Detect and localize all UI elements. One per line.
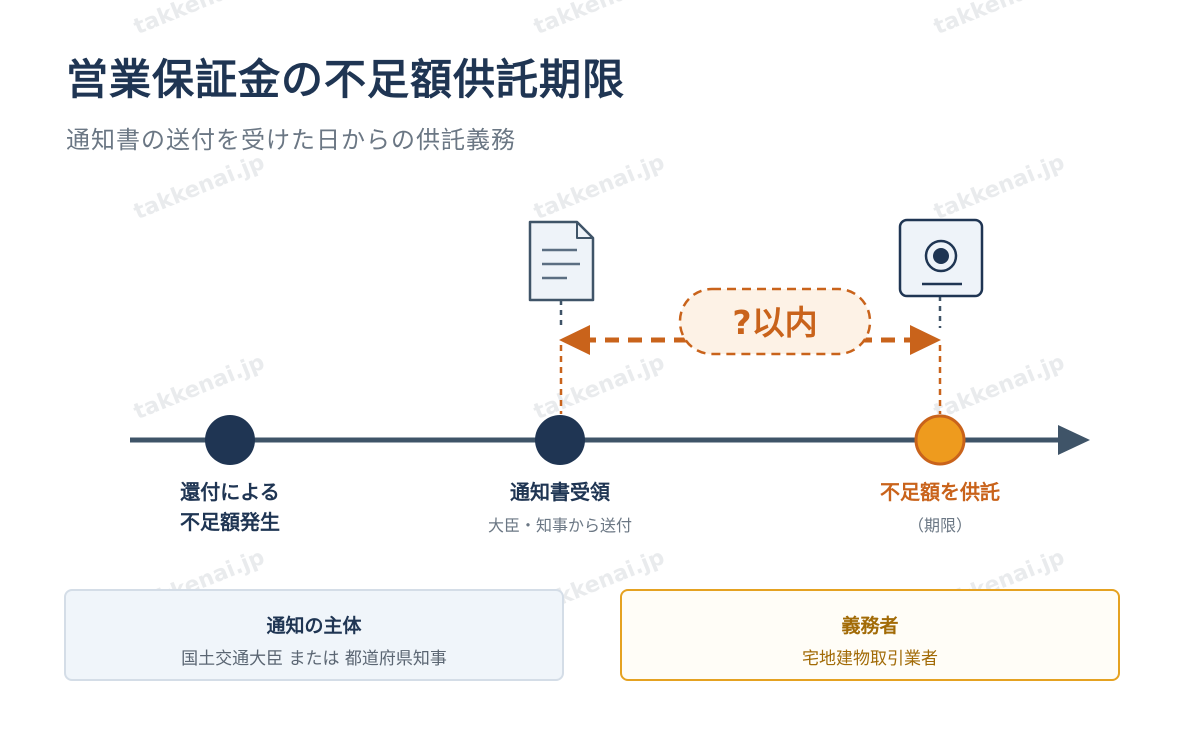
- notifier-text: 国土交通大臣 または 都道府県知事: [181, 649, 447, 669]
- notifier-title: 通知の主体: [266, 615, 362, 637]
- document-icon: [528, 220, 595, 302]
- notifier-box: 通知の主体 国土交通大臣 または 都道府県知事: [64, 589, 564, 681]
- event-label-refund: 還付による 不足額発生: [180, 477, 280, 537]
- event-label-deposit: 不足額を供託: [880, 477, 1000, 507]
- page-title: 営業保証金の不足額供託期限: [66, 55, 626, 104]
- safe-icon: [898, 218, 984, 298]
- obligor-text: 宅地建物取引業者: [802, 649, 938, 669]
- event-sub-notice: 大臣・知事から送付: [487, 516, 633, 535]
- period-arrow-left-head: [559, 325, 590, 355]
- event-label-line: 還付による: [180, 480, 280, 504]
- period-pill: [678, 287, 872, 356]
- period-label: ?以内: [732, 303, 817, 342]
- period-arrow-right-head: [910, 325, 941, 355]
- timeline-arrowhead: [1058, 425, 1090, 455]
- event-label-notice: 通知書受領: [510, 477, 610, 507]
- event-label-line: 不足額発生: [180, 510, 280, 534]
- event-sub-deposit: （期限）: [907, 516, 973, 535]
- event-label-line: 通知書受領: [510, 480, 610, 504]
- obligor-box: 義務者 宅地建物取引業者: [620, 589, 1120, 681]
- event-label-line: 不足額を供託: [880, 480, 1000, 504]
- page-subtitle: 通知書の送付を受けた日からの供託義務: [66, 126, 516, 154]
- event-node-deposit: [914, 414, 966, 466]
- obligor-title: 義務者: [841, 615, 899, 637]
- event-node-refund: [205, 415, 255, 465]
- event-node-notice: [535, 415, 585, 465]
